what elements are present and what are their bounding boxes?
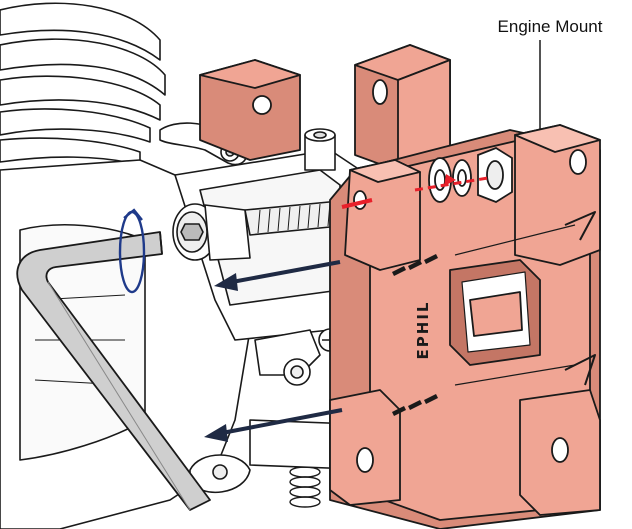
vent-slots <box>392 254 438 416</box>
cooling-fins <box>0 2 166 166</box>
cap-screw <box>172 199 351 261</box>
push-arrow-upper <box>214 260 341 291</box>
engine-mount-label: Engine Mount <box>498 17 603 36</box>
engine-mount-callout: Engine Mount <box>498 17 603 130</box>
push-arrow-lower <box>204 408 343 442</box>
arrow-left-icon <box>204 174 489 442</box>
mount-brand: EPHIL <box>414 301 432 360</box>
engine-mount <box>199 44 601 529</box>
hex-key <box>16 231 211 511</box>
svg-text:EPHIL: EPHIL <box>414 301 432 360</box>
bolt-path-arrow <box>341 198 373 209</box>
clockwise-rotation-icon <box>118 208 146 294</box>
